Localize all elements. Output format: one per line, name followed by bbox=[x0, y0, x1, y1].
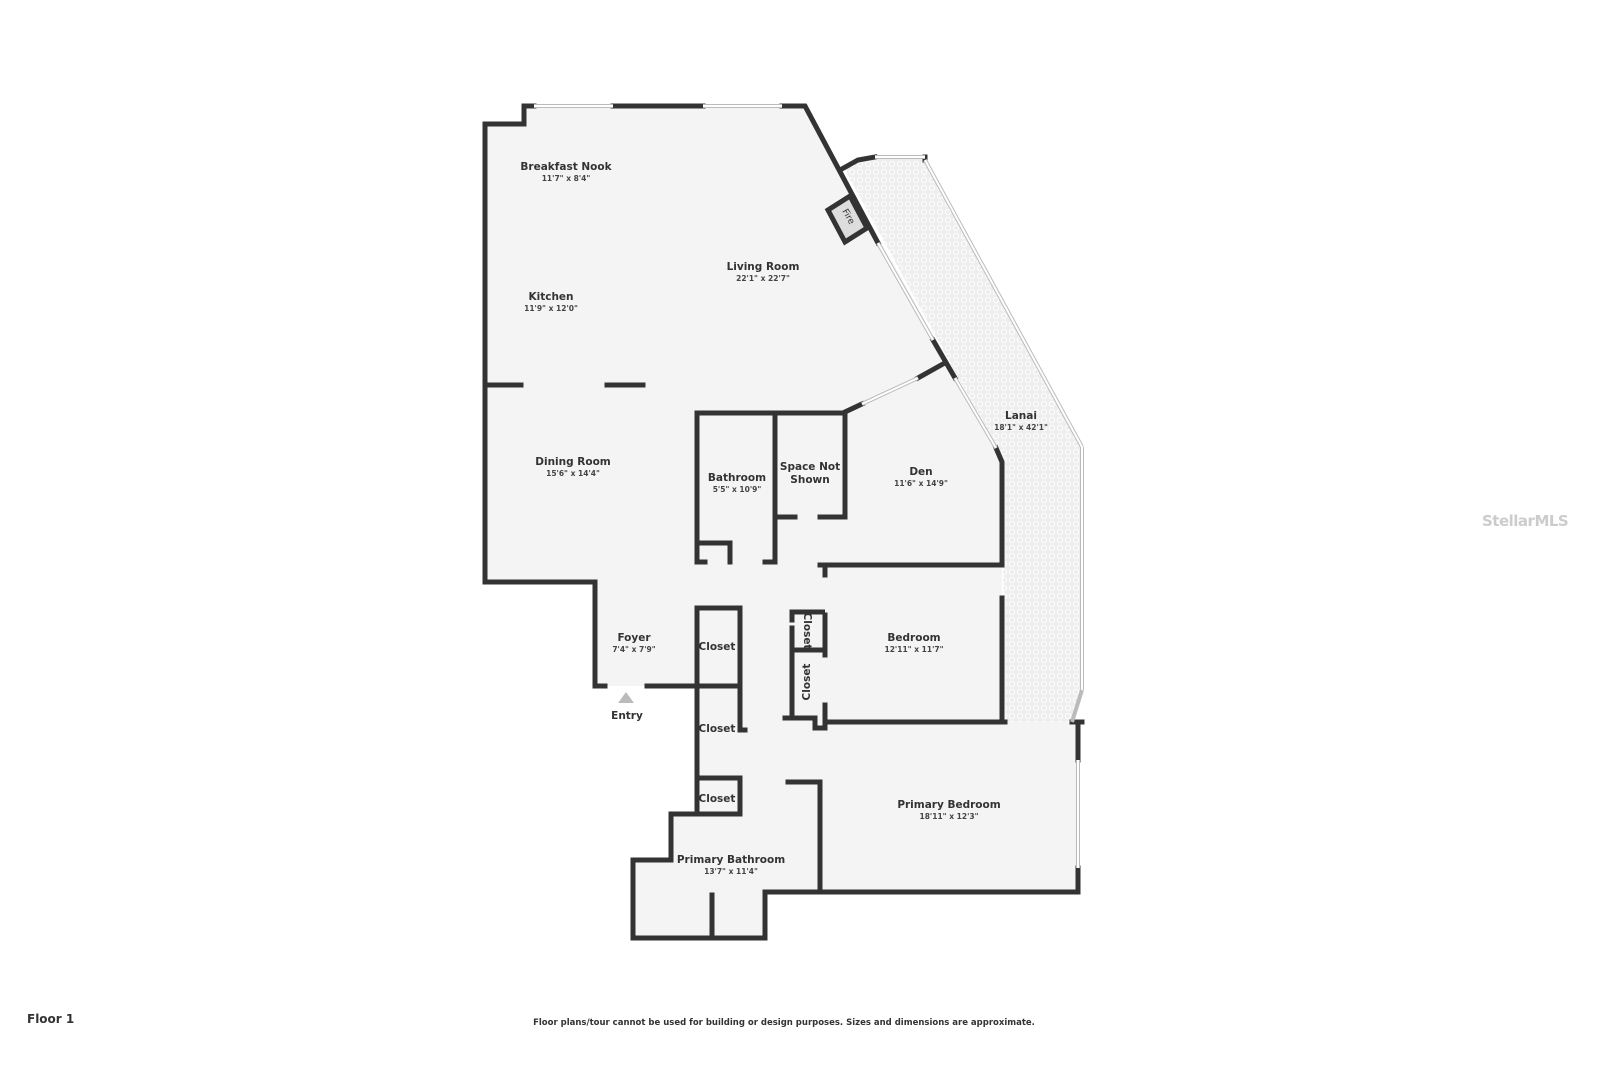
room-name: Foyer bbox=[617, 632, 651, 644]
room-name: Kitchen bbox=[528, 291, 573, 303]
closet-label: Closet bbox=[699, 641, 736, 653]
disclaimer: Floor plans/tour cannot be used for buil… bbox=[533, 1018, 1035, 1028]
room-dims: 22'1" x 22'7" bbox=[736, 274, 790, 283]
lanai-area bbox=[843, 157, 1082, 722]
room-name: Space Not bbox=[780, 461, 840, 473]
room-dims: 11'7" x 8'4" bbox=[542, 174, 591, 183]
interior-floor bbox=[485, 106, 1078, 938]
closet-label: Closet bbox=[699, 723, 736, 735]
room-name: Dining Room bbox=[535, 456, 611, 468]
closet-label: Closet bbox=[699, 793, 736, 805]
room-dims: 13'7" x 11'4" bbox=[704, 867, 758, 876]
room-dims: 11'6" x 14'9" bbox=[894, 479, 948, 488]
room-dims: 5'5" x 10'9" bbox=[713, 485, 762, 494]
entry-label: Entry bbox=[611, 710, 643, 722]
room-dims: 12'11" x 11'7" bbox=[885, 645, 944, 654]
closet-label: Closet bbox=[801, 613, 813, 650]
fireplace: Fire bbox=[824, 192, 871, 246]
room-labels: Breakfast Nook 11'7" x 8'4" Living Room … bbox=[520, 161, 1048, 876]
room-name: Bedroom bbox=[887, 632, 940, 644]
floor-label: Floor 1 bbox=[27, 1012, 75, 1026]
watermark-logo: StellarMLS bbox=[1482, 512, 1569, 530]
room-name: Breakfast Nook bbox=[520, 161, 612, 173]
room-dims: 15'6" x 14'4" bbox=[546, 469, 600, 478]
entry-arrow-icon bbox=[618, 692, 634, 703]
room-dims: 18'11" x 12'3" bbox=[920, 812, 979, 821]
closet-label: Closet bbox=[801, 664, 813, 701]
room-name: Lanai bbox=[1005, 410, 1037, 422]
room-name: Den bbox=[909, 466, 932, 478]
room-name: Bathroom bbox=[708, 472, 766, 484]
room-name: Living Room bbox=[727, 261, 800, 273]
room-dims: 7'4" x 7'9" bbox=[612, 645, 655, 654]
room-name: Primary Bathroom bbox=[677, 854, 785, 866]
room-dims: 11'9" x 12'0" bbox=[524, 304, 578, 313]
room-name-2: Shown bbox=[790, 474, 829, 486]
room-dims: 18'1" x 42'1" bbox=[994, 423, 1048, 432]
windows bbox=[534, 104, 1084, 868]
walls bbox=[482, 103, 1085, 941]
room-name: Primary Bedroom bbox=[897, 799, 1000, 811]
